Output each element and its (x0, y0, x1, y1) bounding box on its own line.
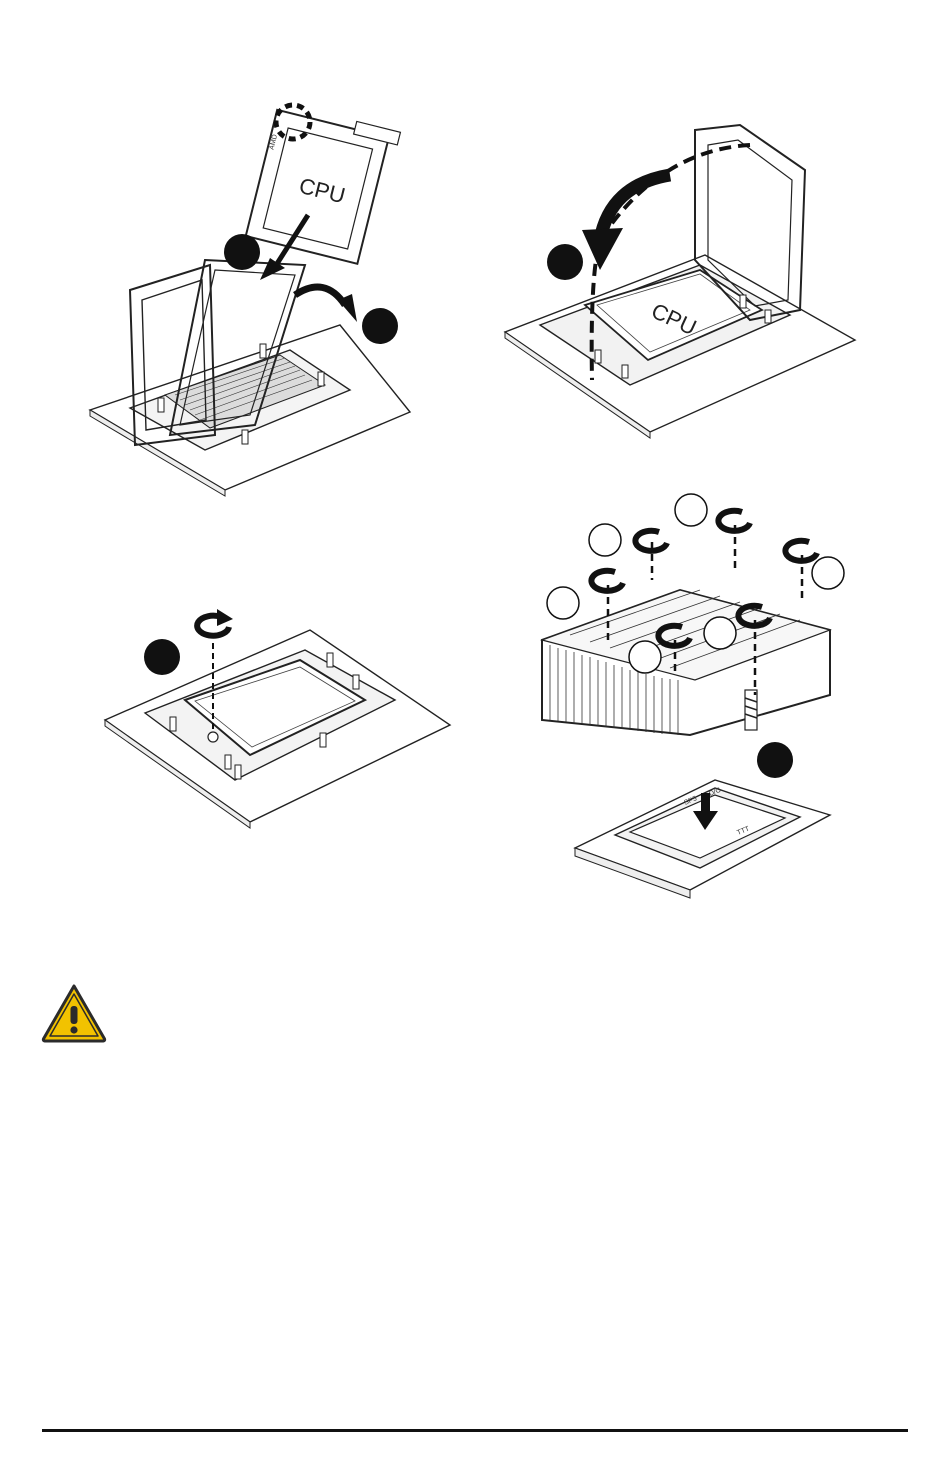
close-frame-arrow-icon (582, 175, 670, 270)
close-frame-arrow-icon (295, 287, 357, 322)
step-marker-dot (144, 639, 180, 675)
step-marker-dot (757, 742, 793, 778)
warning-triangle-icon (40, 982, 108, 1044)
step-marker-dot (547, 244, 583, 280)
figure-tighten-frame-screw (95, 605, 465, 835)
footer-rule (42, 1429, 908, 1432)
step-marker-dot (362, 308, 398, 344)
frame-screw (208, 732, 218, 742)
step-marker-dot (224, 234, 260, 270)
figure-install-cpu-carrier: CPU AMD (80, 90, 430, 500)
figure-install-heatsink: SP5 D/C TTT (530, 490, 860, 900)
figure-close-retention-frame: CPU (500, 110, 870, 450)
rotate-clockwise-icon (197, 609, 233, 636)
